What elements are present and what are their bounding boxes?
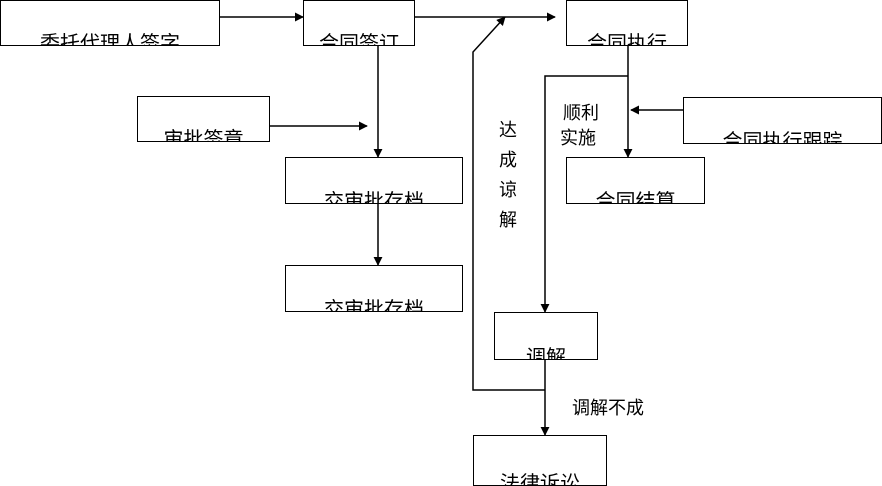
node-execution-tracking: 合同执行跟踪 — [683, 97, 882, 144]
node-review-stamp: 审批签章 — [137, 96, 270, 142]
node-label: 调解 — [526, 345, 566, 360]
node-archive-2: 交审批存档 — [285, 265, 463, 312]
label-smooth-impl-1: 顺利 — [563, 103, 599, 124]
node-label: 法律诉讼 — [500, 471, 580, 486]
edge-execute-to-mediation — [540, 75, 628, 313]
node-label: 交审批存档 — [324, 297, 424, 312]
node-label: 委托代理人签字 — [40, 31, 180, 46]
node-contract-sign: 合同签订 — [303, 0, 415, 46]
label-smooth-impl-2: 实施 — [560, 128, 596, 149]
node-label: 交审批存档 — [324, 189, 424, 204]
node-label: 合同结算 — [595, 189, 676, 204]
label-mediation-fail: 调解不成 — [572, 398, 644, 419]
node-litigation: 法律诉讼 — [473, 435, 607, 486]
node-label: 合同签订 — [319, 31, 399, 46]
node-label: 审批签章 — [163, 127, 244, 142]
node-mediation: 调解 — [494, 312, 598, 360]
node-archive-1: 交审批存档 — [285, 157, 463, 204]
node-label: 合同执行跟踪 — [722, 129, 843, 144]
edge-mediation-back-to-flow — [472, 16, 545, 391]
node-contract-settlement: 合同结算 — [566, 157, 705, 204]
node-label: 合同执行 — [587, 31, 667, 46]
node-entrust-sign: 委托代理人签字 — [0, 0, 220, 46]
node-contract-execute: 合同执行 — [566, 0, 688, 46]
label-reach-agreement: 达成谅解 — [499, 120, 517, 231]
